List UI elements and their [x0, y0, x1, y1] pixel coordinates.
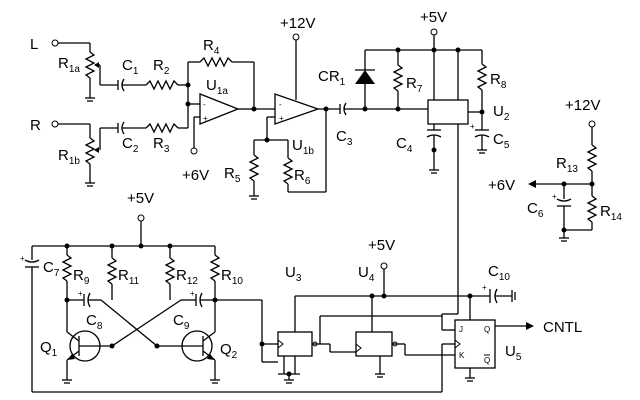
label-u1b: U1b: [292, 137, 314, 157]
svg-text:+: +: [482, 283, 487, 292]
svg-text:+: +: [20, 254, 25, 263]
svg-text:+: +: [279, 114, 284, 123]
svg-text:+: +: [190, 289, 195, 298]
capacitor-c3: C3: [336, 102, 428, 148]
opamp-u1b: - + +12V U1b: [274, 15, 320, 157]
label-r6: R6: [294, 167, 311, 187]
input-left-terminal: L: [30, 36, 90, 53]
transistor-q2: Q2: [157, 330, 238, 384]
label-r3: R3: [153, 135, 170, 155]
ic-u3: U3: [277, 264, 320, 384]
capacitor-c2: C2: [117, 121, 146, 155]
diode-cr1: CR1: [318, 50, 375, 109]
resistor-r6: R6: [282, 109, 327, 193]
label-r1a: R1a: [58, 55, 80, 75]
capacitor-c8: + C8: [67, 289, 103, 332]
svg-text:J: J: [459, 325, 463, 334]
label-6v-out: +6V: [488, 177, 515, 194]
label-u5: U5: [505, 343, 522, 363]
label-12v-a: +12V: [280, 15, 315, 32]
svg-text:+: +: [552, 192, 557, 201]
label-r9: R9: [73, 267, 90, 287]
ic-u5-jk-flipflop: J K Q Q U5 CNTL: [32, 296, 582, 393]
label-r13: R13: [556, 155, 578, 175]
label-c9: C9: [173, 312, 190, 332]
resistor-r8: R8: [476, 50, 507, 124]
capacitor-c1: C1: [117, 57, 146, 92]
divider-6v: +12V +6V + R13 R14 C6: [488, 97, 622, 242]
svg-text:Q: Q: [484, 356, 490, 365]
label-cr1: CR1: [318, 68, 346, 88]
svg-text:-: -: [203, 100, 206, 109]
resistor-r12: R12: [164, 246, 198, 298]
svg-text:Q: Q: [484, 325, 490, 334]
label-c7: C7: [43, 259, 60, 279]
label-c5: C5: [493, 131, 510, 151]
input-right-label: R: [30, 117, 41, 134]
label-u3: U3: [285, 264, 302, 284]
resistor-r4: R4: [187, 37, 255, 108]
resistor-r10: R10: [209, 246, 243, 330]
label-c6: C6: [527, 200, 544, 220]
input-right-terminal: R: [30, 117, 90, 134]
label-r12: R12: [176, 267, 198, 287]
label-c3: C3: [336, 128, 353, 148]
label-q1: Q1: [40, 339, 58, 359]
label-5v-c: +5V: [368, 237, 395, 254]
label-u2: U2: [493, 103, 510, 123]
label-5v-b: +5V: [127, 190, 154, 207]
label-u1a: U1a: [206, 77, 228, 97]
ic-u4: U4: [355, 264, 405, 378]
resistor-r7: R7: [392, 50, 423, 109]
label-cntl-output: CNTL: [543, 319, 582, 336]
resistor-r2: R2: [145, 57, 188, 91]
resistor-r3: R3: [145, 85, 189, 155]
label-5v-a: +5V: [420, 9, 447, 26]
label-6v-supply: +6V: [182, 167, 209, 184]
capacitor-c7: + C7: [20, 246, 60, 392]
svg-text:+: +: [470, 122, 475, 131]
potentiometer-r1b: R1b: [58, 124, 118, 187]
label-c4: C4: [396, 135, 413, 155]
label-r10: R10: [221, 267, 243, 287]
label-r1b: R1b: [58, 147, 80, 167]
label-c10: C10: [488, 263, 510, 283]
svg-text:+: +: [203, 114, 208, 123]
capacitor-c10: + C10: [470, 263, 516, 304]
resistor-r5: R5: [224, 140, 260, 200]
capacitor-c5: + C5: [470, 122, 510, 154]
label-r14: R14: [600, 203, 622, 223]
label-q2: Q2: [220, 341, 238, 361]
label-12v-b: +12V: [565, 97, 600, 114]
potentiometer-r1a: R1a: [58, 43, 118, 102]
svg-text:K: K: [459, 351, 465, 360]
label-r4: R4: [203, 37, 220, 57]
label-r2: R2: [153, 57, 170, 77]
opamp-u1a: - + U1a +6V: [182, 77, 254, 184]
resistor-r11: R11: [106, 246, 140, 298]
label-r5: R5: [224, 165, 241, 185]
label-u4: U4: [358, 264, 375, 284]
input-left-label: L: [30, 36, 38, 53]
label-c1: C1: [122, 57, 139, 77]
transistor-q1: Q1: [40, 330, 112, 384]
label-c2: C2: [122, 135, 139, 155]
resistor-r9: R9: [61, 246, 90, 330]
label-r8: R8: [490, 71, 507, 91]
capacitor-c9: + C9: [173, 289, 215, 332]
label-r11: R11: [118, 267, 140, 287]
label-r7: R7: [406, 75, 423, 95]
svg-text:+: +: [78, 289, 83, 298]
label-c8: C8: [86, 312, 103, 332]
svg-text:-: -: [279, 100, 282, 109]
